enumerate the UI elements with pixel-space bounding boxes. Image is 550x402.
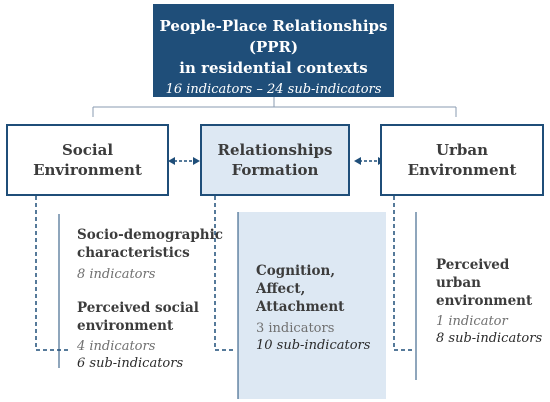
center-detail-panel: [238, 212, 386, 399]
center-details: Cognition, Affect, Attachment 3 indicato…: [256, 262, 386, 354]
urban-environment-box: Urban Environment: [380, 124, 544, 196]
relationships-label-line2: Formation: [231, 161, 319, 179]
urban-heading-line1: Perceived urban: [436, 257, 510, 291]
title-line2: in residential contexts: [179, 59, 368, 77]
perceived-social-heading-line2: environment: [77, 318, 174, 334]
perceived-social-heading-line1: Perceived social: [77, 300, 199, 316]
ppr-title-box: People-Place Relationships (PPR) in resi…: [153, 4, 394, 97]
perceived-social-indicators: 4 indicators: [77, 339, 156, 354]
perceived-social-sub-indicators: 6 sub-indicators: [77, 356, 184, 371]
cognition-sub-indicators: 10 sub-indicators: [256, 338, 371, 353]
title-line1: People-Place Relationships (PPR): [159, 17, 388, 56]
center-dashed-connector: [214, 196, 236, 351]
social-dashed-connector: [35, 196, 70, 351]
title-subtitle: 16 indicators – 24 sub-indicators: [165, 82, 382, 97]
social-environment-label: Social Environment: [33, 141, 142, 179]
sociodemo-count: 8 indicators: [77, 267, 156, 282]
urban-details: Perceived urban environment 1 indicator …: [436, 256, 548, 347]
urban-dashed-connector: [393, 196, 414, 351]
urban-indicators: 1 indicator: [436, 314, 508, 329]
sociodemo-heading-line2: characteristics: [77, 245, 190, 261]
social-environment-box: Social Environment: [6, 124, 169, 196]
urban-environment-label: Urban Environment: [407, 141, 517, 179]
cognition-heading-line2: Attachment: [256, 299, 345, 315]
urban-sub-indicators: 8 sub-indicators: [436, 331, 543, 346]
sociodemo-heading-line1: Socio-demographic: [77, 227, 223, 243]
arrow-left-double: [168, 157, 200, 165]
relationships-label-line1: Relationships: [217, 141, 333, 159]
urban-heading-line2: environment: [436, 293, 533, 309]
cognition-heading-line1: Cognition, Affect,: [256, 263, 336, 297]
relationships-formation-box: Relationships Formation: [200, 124, 350, 196]
social-details: Socio-demographic characteristics 8 indi…: [77, 226, 237, 372]
cognition-indicators: 3 indicators: [256, 321, 335, 336]
